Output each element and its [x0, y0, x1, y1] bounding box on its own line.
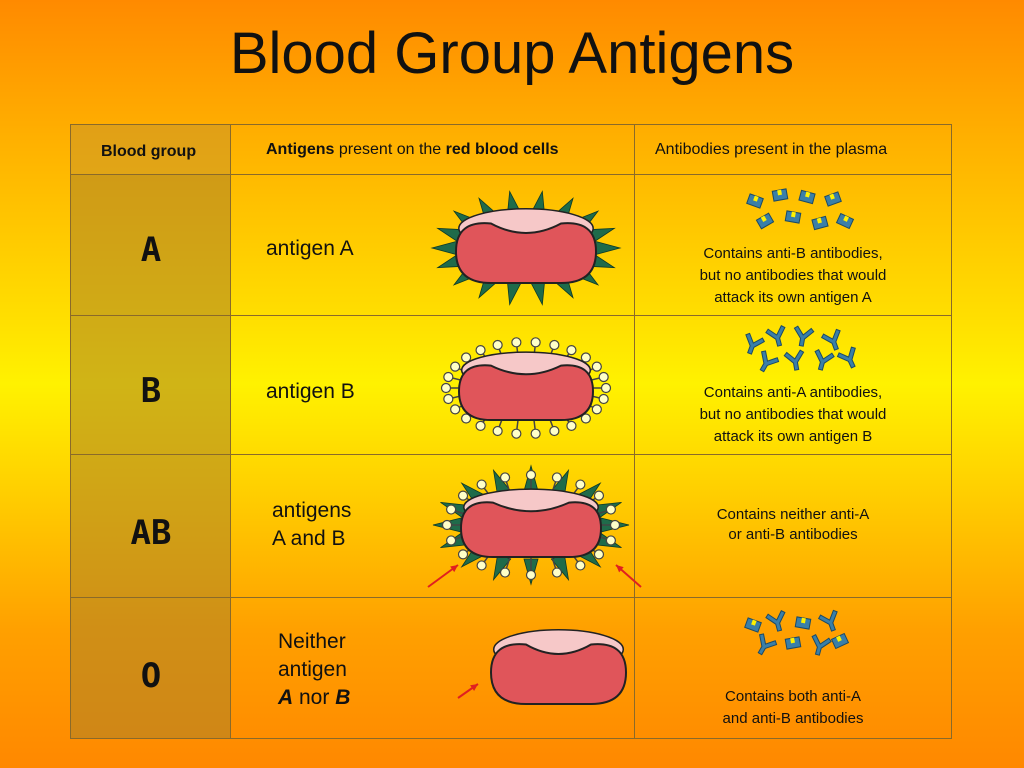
- group-cell-a: A: [71, 175, 231, 315]
- desc-line: Contains both anti-A: [725, 688, 861, 705]
- desc-line: attack its own antigen A: [714, 289, 872, 306]
- antigen-line: antigen: [278, 658, 347, 681]
- header-antigens-bold: Antigens: [266, 141, 335, 158]
- anti-b-antibodies-icon: [746, 188, 855, 231]
- antigen-text-a: antigen A: [266, 237, 354, 260]
- desc-line: Contains anti-B antibodies,: [703, 245, 883, 262]
- header-col-antigens: Antigens present on the red blood cells: [231, 125, 635, 174]
- antibody-desc-b: Contains anti-A antibodies, but no antib…: [635, 382, 951, 448]
- antibody-cell-a: Contains anti-B antibodies, but no antib…: [635, 175, 951, 315]
- table-row-a: A antigen A Contains anti-B antibodies, …: [71, 175, 951, 316]
- page-title: Blood Group Antigens: [229, 21, 795, 86]
- antigen-line: antigens: [272, 499, 352, 522]
- header-antibodies: Antibodies present in the plasma: [655, 141, 888, 158]
- antigen-a-bold: A: [278, 686, 294, 709]
- group-cell-ab: AB: [71, 455, 231, 597]
- anti-a-antibodies-icon: [745, 325, 856, 373]
- header-antigens-mid: present on the: [334, 141, 446, 158]
- table-header-row: Blood group Antigens present on the red …: [71, 125, 951, 175]
- red-blood-cell-a: [430, 190, 622, 306]
- antigen-text-o: Neither antigen A nor B: [278, 628, 350, 712]
- antibody-desc-ab: Contains neither anti-A or anti-B antibo…: [635, 505, 951, 545]
- antigen-line: A and B: [272, 527, 346, 550]
- desc-line: but no antibodies that would: [699, 406, 887, 423]
- desc-line: Contains neither anti-A: [716, 506, 870, 523]
- desc-line: or anti-B antibodies: [728, 526, 858, 543]
- table-row-b: B antigen B Contains anti-A antibodies, …: [71, 316, 951, 455]
- red-blood-cell-ab: [427, 464, 642, 588]
- table-row-o: O Neither antigen A nor B Contains both …: [71, 598, 951, 738]
- antigen-line-nor: A nor B: [278, 684, 350, 712]
- antigen-cell-ab: antigens A and B: [231, 455, 642, 597]
- header-col-antibodies: Antibodies present in the plasma: [635, 125, 951, 174]
- blood-group-table: Blood group Antigens present on the red …: [70, 124, 952, 739]
- antigen-line: Neither: [278, 630, 346, 653]
- red-blood-cell-b: [440, 337, 612, 439]
- antigen-cell-a: antigen A: [231, 175, 635, 315]
- header-col-group: Blood group: [71, 125, 231, 174]
- antibody-cell-ab: Contains neither anti-A or anti-B antibo…: [635, 455, 951, 597]
- table-row-ab: AB antigens A and B Contains neither ant…: [71, 455, 951, 598]
- antigen-text-ab: antigens A and B: [272, 497, 351, 553]
- antibody-desc-o: Contains both anti-A and anti-B antibodi…: [635, 686, 951, 730]
- antibody-desc-a: Contains anti-B antibodies, but no antib…: [635, 243, 951, 309]
- group-label-a: A: [140, 230, 162, 270]
- group-label-ab: AB: [130, 513, 172, 553]
- antigen-text-b: antigen B: [266, 380, 355, 403]
- desc-line: Contains anti-A antibodies,: [703, 384, 883, 401]
- group-label-b: B: [140, 371, 162, 411]
- antigen-cell-b: antigen B: [231, 316, 635, 454]
- group-cell-o: O: [71, 598, 231, 738]
- desc-line: but no antibodies that would: [699, 267, 887, 284]
- header-antigens-bold2: red blood cells: [445, 141, 559, 158]
- group-cell-b: B: [71, 316, 231, 454]
- antigen-b-bold: B: [335, 686, 351, 709]
- desc-line: and anti-B antibodies: [722, 710, 864, 727]
- antigen-nor: nor: [293, 686, 336, 709]
- antibody-cell-b: Contains anti-A antibodies, but no antib…: [635, 316, 951, 454]
- antigen-cell-o: Neither antigen A nor B: [231, 598, 635, 738]
- header-antigens: Antigens present on the red blood cells: [266, 141, 559, 159]
- desc-line: attack its own antigen B: [713, 428, 873, 445]
- group-label-o: O: [140, 656, 162, 696]
- header-blood-group: Blood group: [101, 143, 197, 160]
- both-antibodies-icon: [744, 609, 850, 656]
- antibody-cell-o: Contains both anti-A and anti-B antibodi…: [635, 598, 951, 738]
- red-blood-cell-o: [457, 629, 628, 705]
